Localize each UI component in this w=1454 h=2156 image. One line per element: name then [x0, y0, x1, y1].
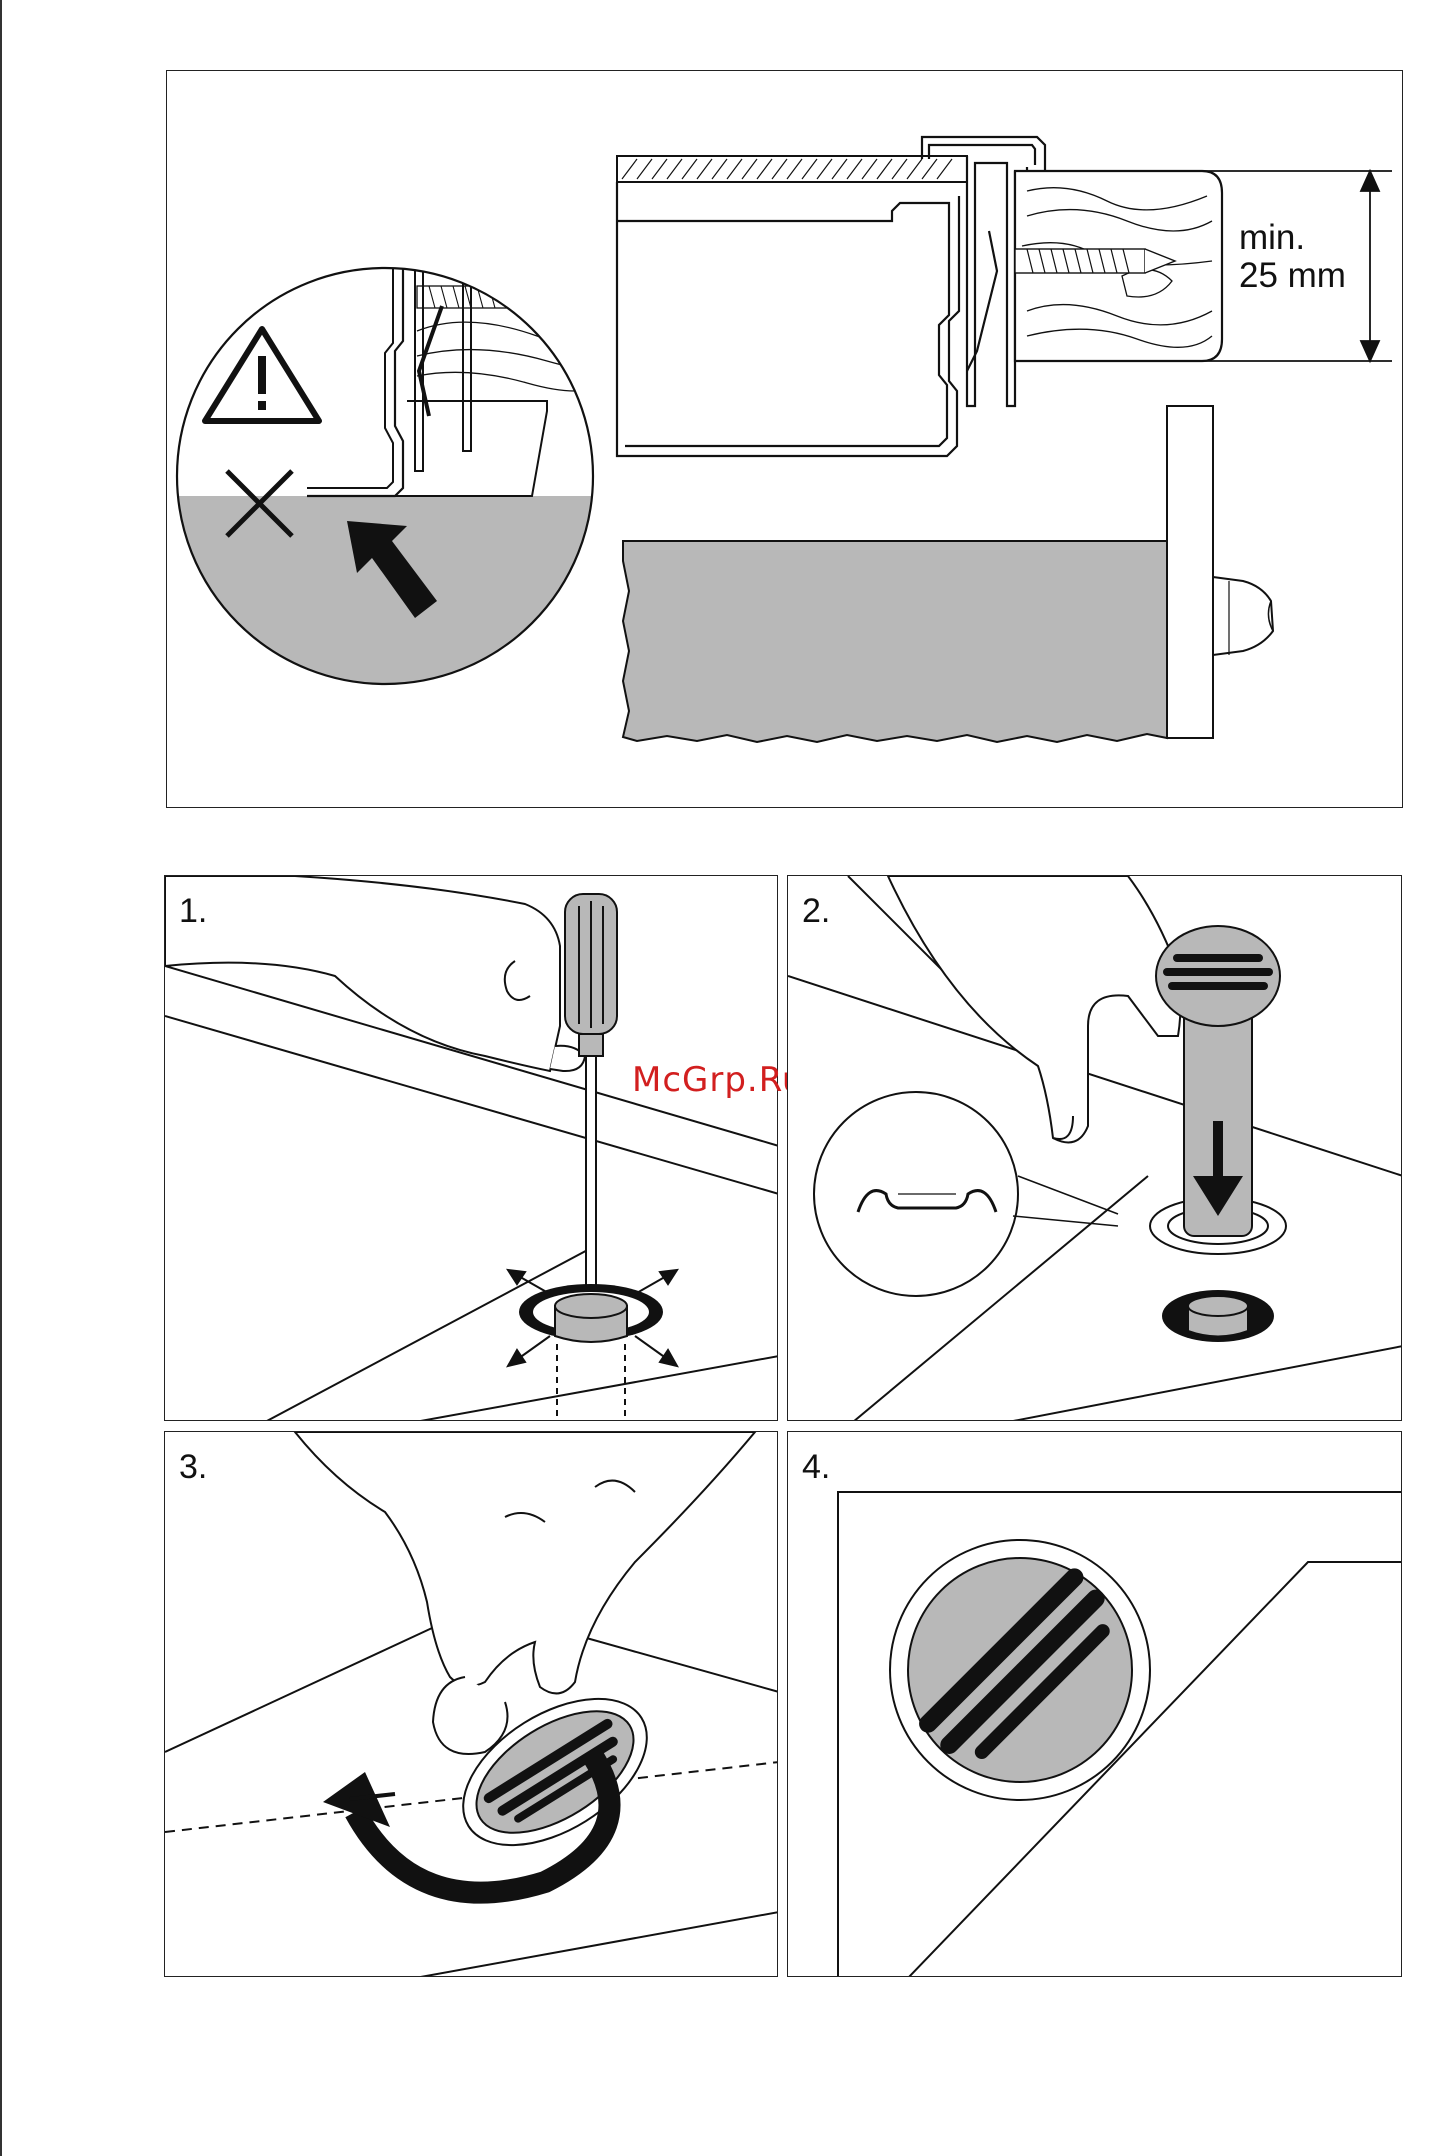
step-2-label: 2. — [802, 892, 830, 931]
dimension-label-line2: 25 mm — [1239, 257, 1346, 295]
step-4-panel: 4. — [787, 1431, 1402, 1977]
hob-body — [617, 137, 1045, 456]
step-4-label: 4. — [802, 1448, 830, 1487]
hand-icon — [295, 1432, 755, 1754]
step-2-drawing — [788, 876, 1402, 1421]
step-2-panel: 2. — [787, 875, 1402, 1421]
step-1-drawing — [165, 876, 778, 1421]
step-3-label: 3. — [179, 1448, 207, 1487]
screwdriver-icon — [565, 894, 617, 1304]
worktop-section — [617, 156, 967, 182]
step-4-drawing — [788, 1432, 1402, 1977]
dimension-label: min. 25 mm — [1239, 219, 1346, 295]
step-3-drawing — [165, 1432, 778, 1977]
installation-diagram-drawing — [167, 71, 1403, 808]
knob-icon — [519, 1284, 663, 1342]
hand-icon — [165, 876, 585, 1071]
watermark: McGrp.Ru — [632, 1060, 804, 1100]
dimension-label-line1: min. — [1239, 219, 1346, 257]
installation-diagram-panel: min. 25 mm — [166, 70, 1403, 808]
step-1-label: 1. — [179, 892, 207, 931]
wooden-support-board — [1015, 171, 1222, 361]
knob-icon — [1156, 926, 1280, 1236]
step-3-panel: 3. — [164, 1431, 778, 1977]
knob-icon — [890, 1540, 1150, 1800]
step-1-panel: 1. — [164, 875, 778, 1421]
page-edge-line — [0, 0, 2, 2156]
